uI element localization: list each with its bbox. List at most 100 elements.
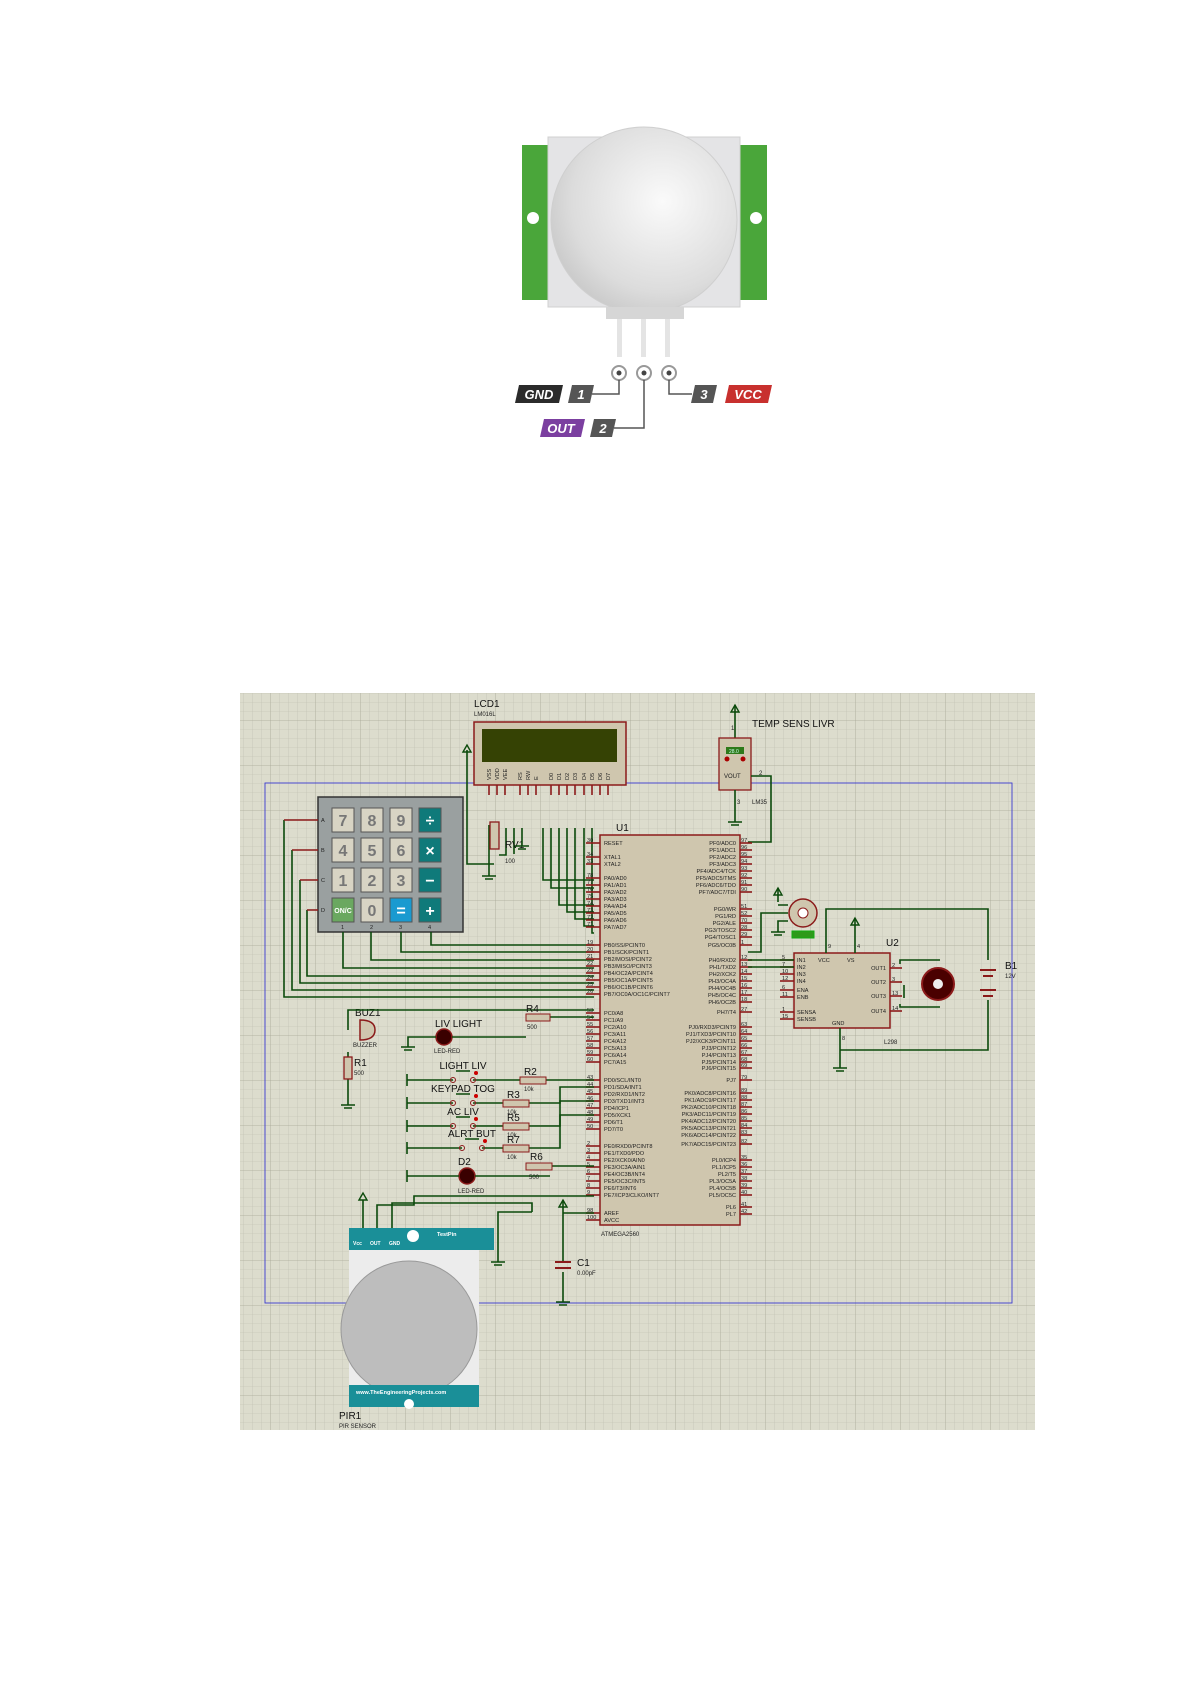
- u1-pin-label: PK7/ADC15/PCINT23: [681, 1142, 736, 1148]
- led1-ref: LIV LIGHT: [435, 1019, 482, 1030]
- lcd-pin-label: VSS: [487, 769, 493, 780]
- keypad-key: [418, 807, 442, 833]
- u1-pin-label: PL3/OC5A: [709, 1179, 736, 1185]
- battery-ref: B1: [1005, 961, 1018, 972]
- u1-pin-label: PA5/AD5: [604, 911, 627, 917]
- u1-pin-number: 93: [741, 866, 747, 872]
- keypad-key: [331, 837, 355, 863]
- keypad-key-label: 5: [368, 843, 377, 860]
- lcd-pin-label: D5: [590, 773, 596, 780]
- dc-motor: [921, 967, 955, 1001]
- u2-pin-number: 1: [782, 1007, 785, 1013]
- u1-pin-number: 59: [587, 1050, 593, 1056]
- u1-pin-label: PD1/SDA/INT1: [604, 1085, 642, 1091]
- keypad-key-label: 3: [397, 873, 406, 890]
- u1-pin-number: 60: [587, 1057, 593, 1063]
- temp-part: LM35: [752, 800, 768, 806]
- lcd-pin-label: D2: [565, 773, 571, 780]
- keypad-key-label: ×: [425, 843, 434, 860]
- led1-part: LED-RED: [434, 1049, 461, 1055]
- keypad-row-label: C: [321, 878, 325, 884]
- u2-pin-label: ENA: [797, 988, 809, 994]
- u2-pin-label: VS: [847, 958, 855, 964]
- u1-pin-label: PL5/OC5C: [709, 1193, 736, 1199]
- u1-pin-label: PC2/A10: [604, 1025, 626, 1031]
- u1-pin-label: PC5/A13: [604, 1046, 626, 1052]
- pin-3-number: 3: [700, 387, 708, 402]
- u1-pin-label: PK0/ADC8/PCINT16: [684, 1091, 736, 1097]
- resistor-ref: R2: [524, 1067, 537, 1078]
- u1-pin-number: 6: [587, 1169, 590, 1175]
- u1-pin-label: PF0/ADC0: [709, 841, 736, 847]
- u1-pin-label: PC1/A9: [604, 1018, 623, 1024]
- u2-pin-label: SENSA: [797, 1010, 816, 1016]
- button-contact: [470, 1100, 476, 1106]
- u2-pin-label: OUT4: [871, 1009, 886, 1015]
- pin-2-number: 2: [598, 421, 607, 436]
- lcd-pin-label: D1: [557, 773, 563, 780]
- pir-module-figure: GND 1 OUT 2 3 VCC: [515, 126, 772, 437]
- u1-pin-number: 86: [741, 1109, 747, 1115]
- temp-title: TEMP SENS LIVR: [752, 719, 835, 730]
- button-label: ALRT BUT: [448, 1129, 496, 1140]
- u1-pin-number: 66: [741, 1043, 747, 1049]
- button-label: LIGHT LIV: [439, 1061, 486, 1072]
- u1-pin-number: 48: [587, 1110, 593, 1116]
- pin-out-label: OUT: [547, 421, 576, 436]
- button-indicator: [483, 1139, 487, 1143]
- u1-pin-label: PJ0/RXD3/PCINT9: [688, 1025, 736, 1031]
- u1-pin-number: 71: [587, 922, 593, 928]
- u1-pin-label: PF2/ADC2: [709, 855, 736, 861]
- d2-ref: D2: [458, 1157, 471, 1168]
- u1-pin-number: 98: [587, 1208, 593, 1214]
- temp-pin1: 1: [731, 726, 735, 732]
- resistor: [502, 1099, 530, 1108]
- u1-pin-label: PJ1/TXD3/PCINT10: [686, 1032, 736, 1038]
- u1-pin-number: 64: [741, 1029, 747, 1035]
- u1-pin-label: PD7/T0: [604, 1127, 623, 1133]
- u1-pin-number: 50: [587, 1124, 593, 1130]
- battery-value: 12V: [1005, 974, 1016, 980]
- buzzer: BUZ1 BUZZER R1 500: [341, 1008, 594, 1109]
- u1-pin-number: 75: [587, 894, 593, 900]
- u1-pin-label: PA2/AD2: [604, 890, 627, 896]
- u2-pin-number: 9: [828, 944, 831, 950]
- keypad-key-label: 2: [368, 873, 377, 890]
- keypad-key-label: 8: [368, 813, 377, 830]
- u1-pin-number: 89: [741, 1088, 747, 1094]
- u1-pin-label: PF6/ADC6/TDO: [696, 883, 737, 889]
- u1-pin-label: PH5/OC4C: [708, 993, 736, 999]
- u1-pin-number: 53: [587, 1008, 593, 1014]
- u1-pin-number: 22: [587, 961, 593, 967]
- u2-pin-label: IN4: [797, 979, 806, 985]
- u1-pin-number: 85: [741, 1116, 747, 1122]
- temp-reading: 28.0: [729, 749, 739, 755]
- u1-pin-number: 79: [741, 1075, 747, 1081]
- u1-pin-number: 92: [741, 873, 747, 879]
- u1-pin-label: PJ6/PCINT15: [702, 1066, 736, 1072]
- u1-pin-number: 27: [741, 1007, 747, 1013]
- u1-pin-label: PC4/A12: [604, 1039, 626, 1045]
- keypad-key-label: =: [396, 903, 405, 920]
- u1-pin-number: 57: [587, 1036, 593, 1042]
- u1-pin-number: 55: [587, 1022, 593, 1028]
- servo-motor: [748, 886, 818, 953]
- rv1-value: 100: [505, 859, 516, 865]
- u1-pin-label: PC6/A14: [604, 1053, 626, 1059]
- pir-part: PIR SENSOR: [339, 1424, 377, 1430]
- button-label: AC LIV: [447, 1107, 479, 1118]
- u2-pin-number: 12: [782, 976, 788, 982]
- button-indicator: [474, 1071, 478, 1075]
- keypad-key: [360, 807, 384, 833]
- u1-pin-number: 28: [741, 925, 747, 931]
- u1-pin-label: PE3/OC3A/AIN1: [604, 1165, 645, 1171]
- u2-pin-number: 6: [782, 985, 785, 991]
- u1-pin-label: PL2/T5: [718, 1172, 736, 1178]
- u1-pin-label: PD4/ICP1: [604, 1106, 629, 1112]
- u1-pin-label: PE4/OC3B/INT4: [604, 1172, 645, 1178]
- keypad-key-label: 0: [368, 903, 377, 920]
- keypad-key-label: 7: [339, 813, 348, 830]
- pir-pin-gnd: GND: [389, 1241, 401, 1247]
- pin-1-number: 1: [577, 387, 584, 402]
- battery-b1: B1 12V: [980, 961, 1018, 997]
